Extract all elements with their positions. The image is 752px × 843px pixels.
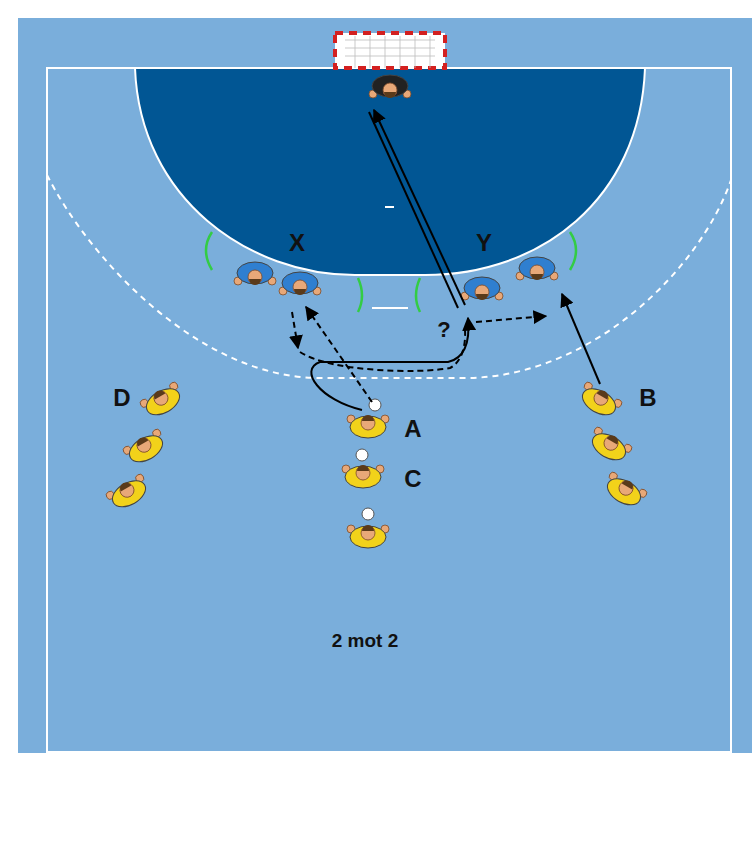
outer-ground [18,18,752,753]
penalty-mark [372,307,408,309]
player-label: Y [476,231,492,255]
movement-arrows [292,110,600,410]
balls [356,399,381,520]
cone-marks [206,232,576,312]
player-label: A [404,417,421,441]
player-label: C [404,467,421,491]
court-lines [47,68,731,752]
goalkeeper-line [385,206,394,208]
player-label: D [113,386,130,410]
attackers [105,381,648,548]
question-mark: ? [437,319,450,341]
goal-area [135,68,645,275]
player-label: B [639,386,656,410]
player-label: X [289,231,305,255]
goal [335,33,445,68]
defenders [234,257,558,300]
goalkeeper [369,75,411,98]
drill-title: 2 mot 2 [332,631,399,650]
